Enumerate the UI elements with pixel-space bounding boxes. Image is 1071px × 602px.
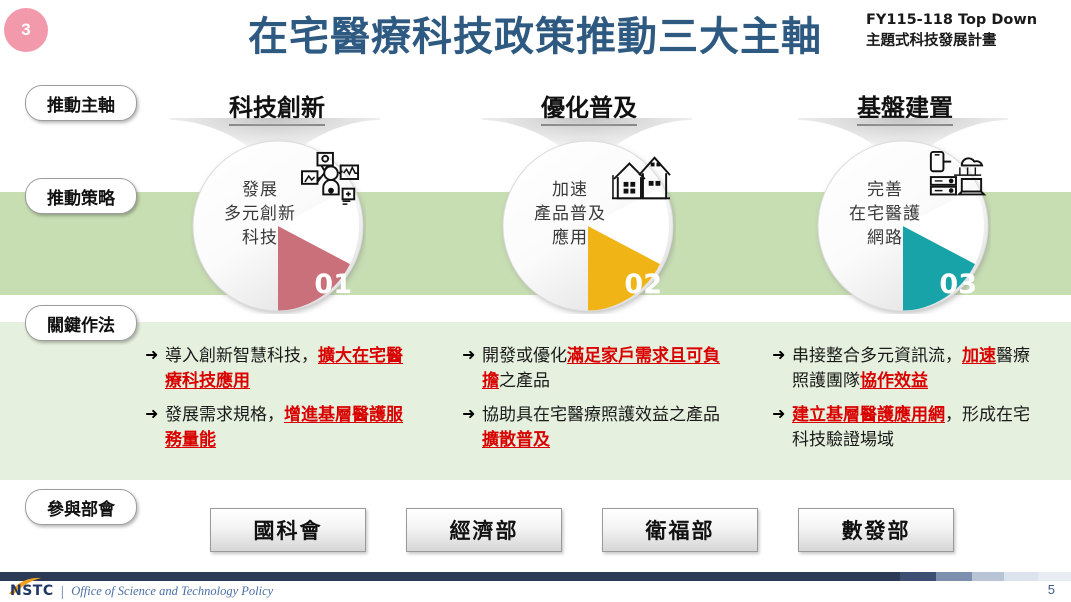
key-action-text: 開發或優化滿足家戶需求且可負擔之產品 [482, 344, 734, 394]
key-action-post: 之產品 [499, 370, 550, 391]
key-action-item: ➜ 發展需求規格，增進基層醫護服務量能 [145, 403, 417, 453]
nstc-wordmark: NSTC [10, 583, 54, 599]
footer-bar [0, 572, 1071, 581]
circle-2-line-2: 網路 [867, 228, 903, 249]
row-label-main-axis: 推動主軸 [25, 85, 137, 121]
footer-logo: NSTC | Office of Science and Technology … [10, 583, 273, 599]
strategy-circle-1: 加速 產品普及 應用 02 [500, 138, 676, 314]
key-action-text: 建立基層醫護應用網，形成在宅科技驗證場域 [792, 403, 1044, 453]
key-action-pre: 串接整合多元資訊流， [792, 346, 962, 366]
footer-org-name: Office of Science and Technology Policy [71, 583, 274, 598]
strategy-circle-0: 發展 多元創新 科技 01 [190, 138, 366, 314]
key-actions-column-1: ➜ 開發或優化滿足家戶需求且可負擔之產品 ➜ 協助具在宅醫療照護效益之產品擴散普… [462, 344, 734, 462]
ministry-box-1[interactable]: 經濟部 [406, 508, 562, 552]
strategy-circle-1-text: 加速 產品普及 應用 [508, 178, 632, 250]
page-title: 在宅醫療科技政策推動三大主軸 [248, 14, 822, 60]
column-header-2-text: 基盤建置 [857, 94, 953, 126]
key-action-mid: 醫療照護團隊 [792, 346, 1030, 391]
column-header-0-text: 科技創新 [229, 94, 325, 126]
ministry-box-2[interactable]: 衛福部 [602, 508, 758, 552]
column-header-1-text: 優化普及 [541, 94, 637, 126]
footer-divider: | [60, 583, 65, 599]
arrow-bullet-icon: ➜ [462, 403, 476, 423]
footer-seg-4 [1004, 572, 1038, 581]
circle-2-line-0: 完善 [867, 180, 903, 200]
title-subtitle: FY115-118 Top Down 主題式科技發展計畫 [866, 10, 1066, 52]
key-action-pre: 發展需求規格， [165, 404, 284, 425]
nstc-swoosh-icon [9, 577, 41, 594]
strategy-circle-2-text: 完善 在宅醫護 網路 [823, 178, 947, 250]
footer-seg-5 [1038, 572, 1071, 581]
footer-seg-3 [972, 572, 1004, 581]
key-action-text: 發展需求規格，增進基層醫護服務量能 [165, 403, 417, 453]
strategy-circle-2-number: 03 [939, 269, 977, 300]
key-actions-column-2: ➜ 串接整合多元資訊流，加速醫療照護團隊協作效益 ➜ 建立基層醫護應用網，形成在… [772, 344, 1044, 462]
key-action-pre: 協助具在宅醫療照護效益之產品 [482, 404, 720, 425]
key-action-item: ➜ 串接整合多元資訊流，加速醫療照護團隊協作效益 [772, 344, 1044, 394]
key-action-highlight: 擴大在宅醫療科技應用 [165, 346, 403, 391]
key-action-item: ➜ 開發或優化滿足家戶需求且可負擔之產品 [462, 344, 734, 394]
key-action-item: ➜ 導入創新智慧科技，擴大在宅醫療科技應用 [145, 344, 417, 394]
actions-band [0, 322, 1071, 480]
page-number: 5 [1047, 582, 1055, 597]
slide-number-badge: 3 [4, 8, 48, 52]
arrow-bullet-icon: ➜ [772, 403, 786, 423]
column-header-2: 基盤建置 [790, 88, 1020, 126]
circle-0-line-1: 多元創新 [224, 204, 296, 225]
row-label-ministries: 參與部會 [25, 489, 137, 525]
footer-seg-1 [900, 572, 936, 581]
key-action-highlight: 增進基層醫護服務量能 [165, 404, 403, 450]
key-action-text: 串接整合多元資訊流，加速醫療照護團隊協作效益 [792, 344, 1044, 394]
row-label-strategy: 推動策略 [25, 178, 137, 214]
circle-0-line-2: 科技 [242, 228, 278, 249]
arrow-bullet-icon: ➜ [145, 345, 159, 364]
key-action-highlight: 建立基層醫護應用網 [792, 404, 945, 425]
key-action-highlight-2: 協作效益 [860, 370, 928, 391]
column-header-1: 優化普及 [474, 88, 704, 126]
subtitle-line-2: 主題式科技發展計畫 [866, 33, 997, 50]
circle-1-line-0: 加速 [552, 180, 588, 200]
arrow-bullet-icon: ➜ [772, 345, 786, 364]
key-action-post: ，形成在宅科技驗證場域 [792, 404, 1030, 450]
strategy-circle-1-number: 02 [624, 269, 662, 300]
key-action-item: ➜ 建立基層醫護應用網，形成在宅科技驗證場域 [772, 403, 1044, 453]
subtitle-line-1: FY115-118 Top Down [866, 12, 1038, 28]
telemedicine-icon [301, 151, 360, 205]
row-label-key-actions: 關鍵作法 [25, 305, 137, 341]
key-action-highlight: 滿足家戶需求且可負擔 [482, 346, 720, 391]
circle-0-line-0: 發展 [242, 180, 278, 200]
circle-2-line-1: 在宅醫護 [849, 204, 921, 225]
cloud-server-icon [929, 150, 987, 196]
circle-1-line-1: 產品普及 [534, 204, 606, 225]
key-action-item: ➜ 協助具在宅醫療照護效益之產品擴散普及 [462, 403, 734, 453]
key-action-pre: 開發或優化 [482, 346, 567, 366]
key-action-highlight: 加速 [962, 346, 996, 366]
strategy-circle-0-graphic [192, 140, 364, 312]
circle-1-line-2: 應用 [552, 228, 588, 249]
arrow-bullet-icon: ➜ [462, 345, 476, 364]
key-action-text: 協助具在宅醫療照護效益之產品擴散普及 [482, 403, 734, 453]
key-action-pre: 導入創新智慧科技， [165, 346, 318, 366]
arrow-bullet-icon: ➜ [145, 403, 159, 423]
strategy-circle-2: 完善 在宅醫護 網路 03 [815, 138, 991, 314]
key-action-highlight: 擴散普及 [482, 429, 550, 450]
strategy-circle-0-number: 01 [314, 269, 352, 300]
footer-seg-2 [936, 572, 972, 581]
column-header-0: 科技創新 [162, 88, 392, 126]
key-action-text: 導入創新智慧科技，擴大在宅醫療科技應用 [165, 344, 417, 394]
strategy-circle-2-graphic [817, 140, 989, 312]
key-actions-column-0: ➜ 導入創新智慧科技，擴大在宅醫療科技應用 ➜ 發展需求規格，增進基層醫護服務量… [145, 344, 417, 462]
home-icon [612, 156, 671, 200]
ministry-box-0[interactable]: 國科會 [210, 508, 366, 552]
ministry-box-3[interactable]: 數發部 [798, 508, 954, 552]
strategy-circle-0-text: 發展 多元創新 科技 [198, 178, 322, 250]
